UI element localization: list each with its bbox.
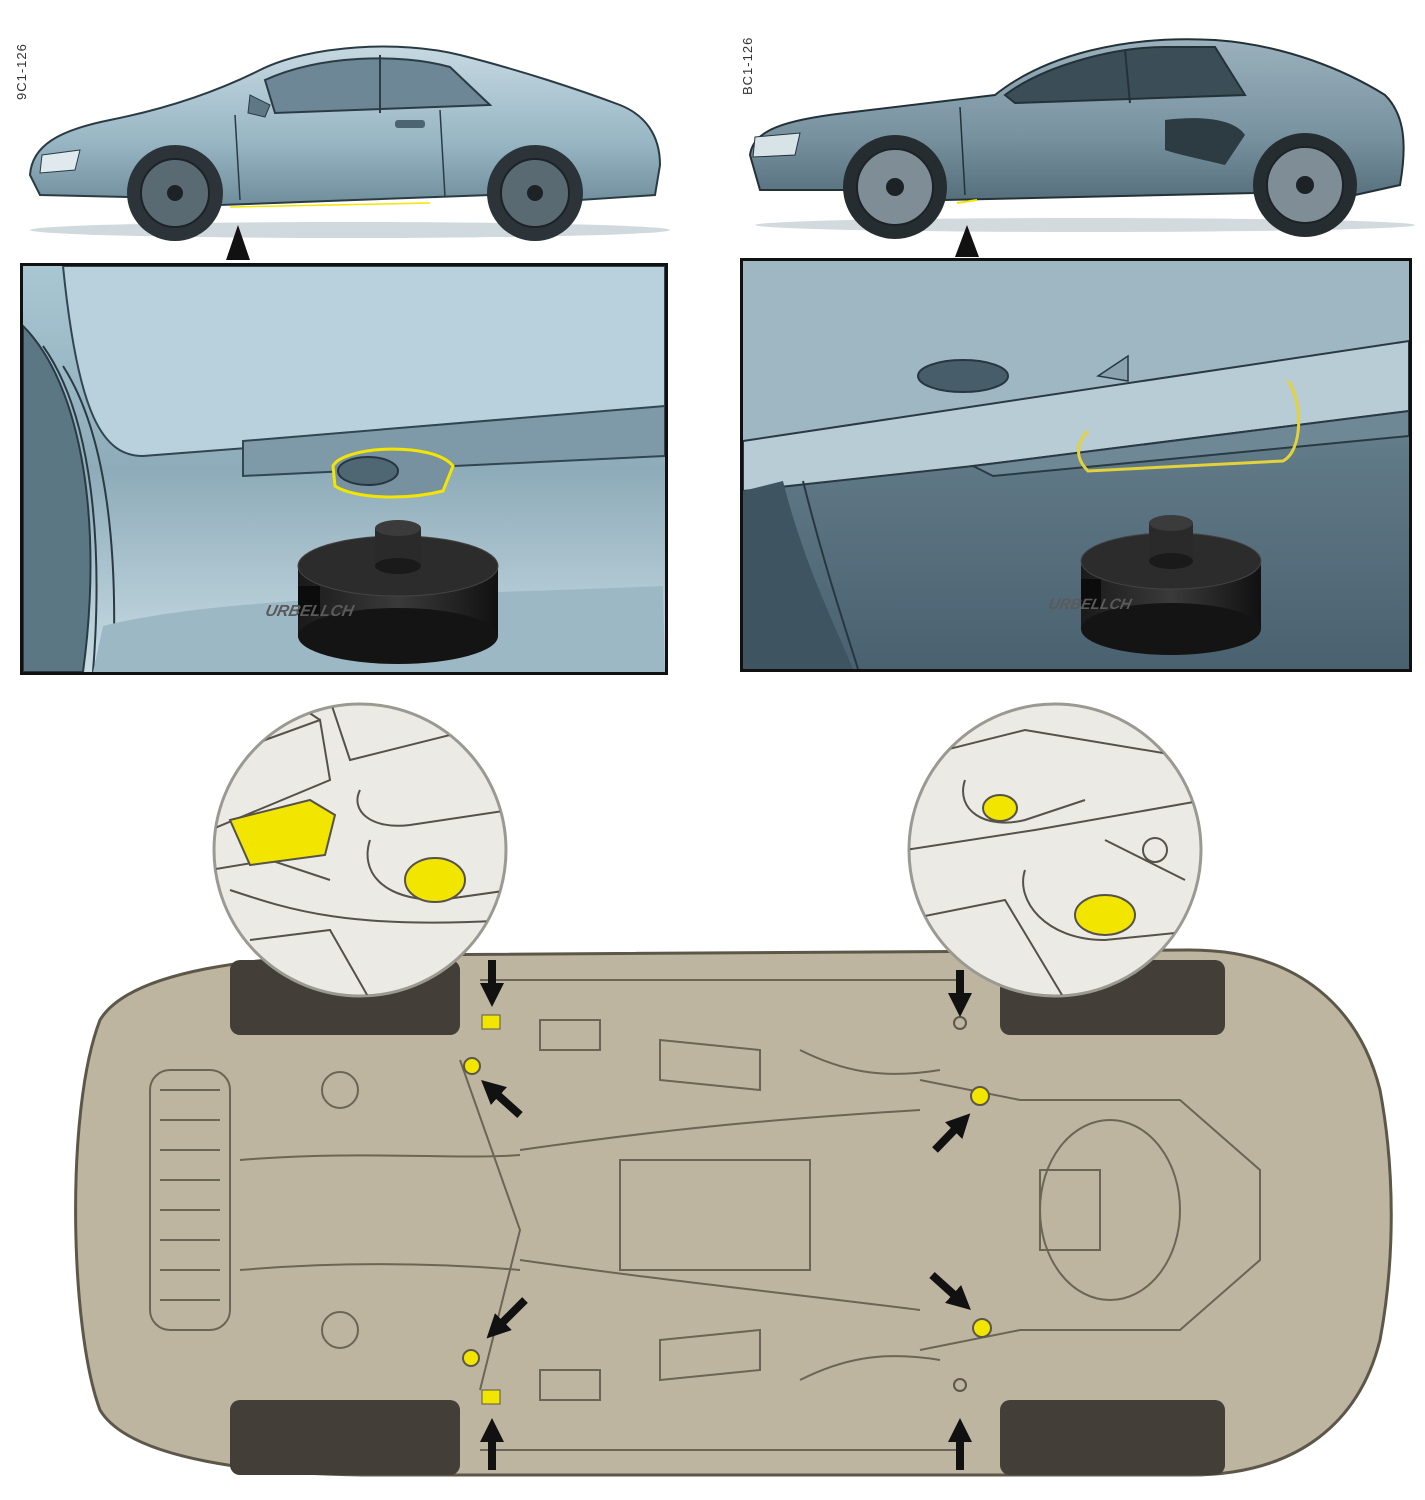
lift-point-front-right-inner <box>970 1086 990 1106</box>
coupe-jack-point-closeup: URBELLCH <box>20 263 668 675</box>
coupe-front-wheel <box>127 145 223 241</box>
arrow-rear-right-inner <box>929 1272 971 1311</box>
arrow-front-right-inner <box>932 1113 971 1153</box>
roadster-rear-wheel <box>1253 133 1357 237</box>
lift-point-front-right-outer <box>953 1016 967 1030</box>
magnifier-left-point <box>404 857 466 903</box>
roadster-pointer-arrow <box>955 225 979 257</box>
lift-point-rear-left-inner <box>462 1349 480 1367</box>
lift-point-front-left-outer <box>481 1014 501 1030</box>
lift-point-rear-right-outer <box>953 1378 967 1392</box>
jack-pad-right: URBELLCH <box>1047 515 1262 655</box>
lift-point-rear-left-outer <box>481 1389 501 1405</box>
jack-pad-left-brand: URBELLCH <box>264 602 356 620</box>
lift-point-front-left-inner <box>463 1057 481 1075</box>
rear-right-wheel <box>1000 1400 1225 1475</box>
coupe-rear-wheel <box>487 145 583 241</box>
magnifier-right <box>907 702 1203 998</box>
lift-points <box>462 1014 992 1405</box>
lift-point-arrows <box>480 960 972 1470</box>
coupe-side-view <box>28 45 670 260</box>
magnifier-right-point-bottom <box>1074 894 1136 936</box>
roadster-front-wheel <box>843 135 947 239</box>
rear-left-wheel <box>230 1400 460 1475</box>
roadster-jack-point-closeup: URBELLCH <box>740 258 1412 672</box>
arrow-rear-left-inner <box>486 1297 528 1339</box>
arrow-front-left-inner <box>481 1079 523 1118</box>
magnifier-left <box>212 702 508 998</box>
underbody-diagram <box>74 948 1393 1477</box>
lift-point-rear-right-inner <box>972 1318 992 1338</box>
jack-pad-left: URBELLCH <box>264 520 499 664</box>
jack-pad-right-brand: URBELLCH <box>1047 596 1134 613</box>
magnifier-right-point-top <box>982 794 1018 822</box>
coupe-pointer-arrow <box>226 225 250 260</box>
magnifier-left-pad <box>228 798 337 867</box>
roadster-side-view <box>748 38 1415 257</box>
